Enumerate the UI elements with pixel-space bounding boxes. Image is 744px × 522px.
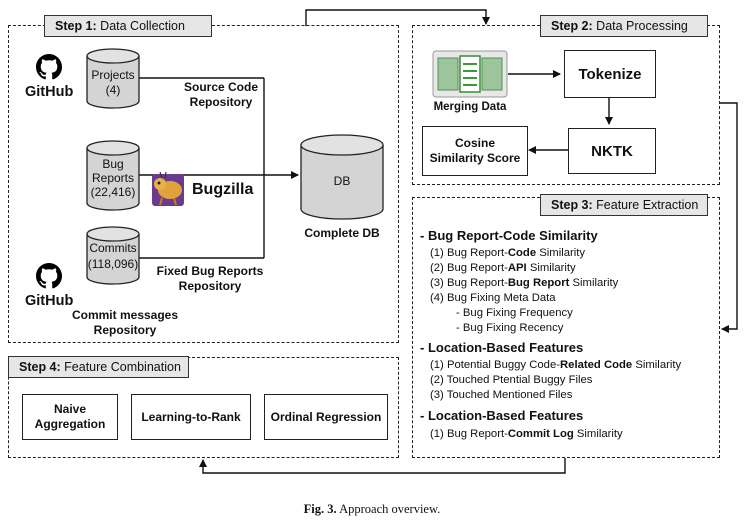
bug-reports-count: (22,416)	[90, 185, 136, 199]
projects-count: (4)	[105, 83, 121, 97]
feature-text: (1) Bug Report-	[430, 247, 508, 259]
naive-line1: Naive	[53, 402, 87, 416]
step1-title-text: Data Collection	[96, 19, 185, 33]
db-cylinder	[300, 134, 384, 220]
feature-bold: Commit Log	[507, 428, 574, 440]
step4-title-text: Feature Combination	[60, 360, 181, 374]
merging-data-icon	[432, 50, 508, 98]
feature-subitem: - Bug Fixing Frequency	[456, 307, 573, 319]
fixed-bug-reports-line1: Fixed Bug Reports	[156, 264, 264, 278]
step3-title-bold: Step 3:	[551, 198, 593, 212]
feature-item: (3) Bug Report-Bug Report Similarity	[430, 277, 618, 289]
learning-to-rank-box: Learning-to-Rank	[131, 394, 251, 440]
step1-title-bold: Step 1:	[55, 19, 97, 33]
feature-text: (2) Bug Report-	[430, 262, 508, 274]
github-label-bottom: GitHub	[25, 293, 74, 309]
db-label: DB	[333, 174, 351, 188]
naive-aggregation-box: Naive Aggregation	[22, 394, 118, 440]
fixed-bug-reports-line2: Repository	[178, 279, 242, 293]
commits-cylinder	[86, 226, 140, 285]
feature-bold: API	[507, 262, 527, 274]
step1-title: Step 1: Data Collection	[44, 15, 212, 37]
step4-panel	[8, 357, 399, 458]
complete-db-label: Complete DB	[304, 226, 380, 240]
step2-title: Step 2: Data Processing	[540, 15, 708, 37]
feature-bold: Code	[507, 247, 537, 259]
feature-heading-location-2: - Location-Based Features	[420, 408, 584, 423]
bug-reports-line2: Reports	[91, 171, 135, 185]
naive-line2: Aggregation	[34, 417, 106, 431]
commits-name: Commits	[89, 241, 137, 255]
feature-item: (1) Potential Buggy Code-Related Code Si…	[430, 359, 681, 371]
ordinal-regression-box: Ordinal Regression	[264, 394, 388, 440]
nktk-box: NKTK	[568, 128, 656, 174]
arrow-step3-to-step4	[199, 458, 566, 474]
cosine-line1: Cosine	[454, 136, 495, 150]
feature-bold: Bug Report	[507, 277, 570, 289]
tokenize-box: Tokenize	[564, 50, 656, 98]
step2-title-text: Data Processing	[592, 19, 688, 33]
bug-reports-line1: Bug	[102, 157, 124, 171]
nktk-label: NKTK	[591, 142, 633, 160]
arrow-step1-to-step2	[305, 9, 490, 26]
feature-item: (1) Bug Report-Commit Log Similarity	[430, 428, 623, 440]
arrow-step2-to-step3	[720, 102, 738, 333]
feature-text: (1) Potential Buggy Code-	[430, 359, 560, 371]
commit-messages-line1: Commit messages	[71, 308, 179, 322]
feature-item: (1) Bug Report-Code Similarity	[430, 247, 585, 259]
feature-item: (2) Touched Ptential Buggy Files	[430, 374, 593, 386]
step4-title: Step 4: Feature Combination	[8, 356, 189, 378]
bugzilla-label: Bugzilla	[192, 181, 254, 198]
step3-title: Step 3: Feature Extraction	[540, 194, 708, 216]
feature-text: Similarity	[573, 428, 623, 440]
feature-heading-location-1: - Location-Based Features	[420, 340, 584, 355]
step4-title-bold: Step 4:	[19, 360, 61, 374]
step3-title-text: Feature Extraction	[592, 198, 699, 212]
feature-item: (3) Touched Mentioned Files	[430, 389, 573, 401]
tokenize-label: Tokenize	[578, 65, 642, 83]
cosine-line2: Similarity Score	[429, 151, 521, 165]
feature-text: Similarity	[526, 262, 576, 274]
projects-cylinder	[86, 48, 140, 109]
source-code-repo-line2: Repository	[189, 95, 253, 109]
learning-to-rank-label: Learning-to-Rank	[141, 410, 241, 424]
feature-bold: Related Code	[560, 359, 633, 371]
feature-text: (3) Bug Report-	[430, 277, 508, 289]
feature-subitem: - Bug Fixing Recency	[456, 322, 564, 334]
ordinal-regression-label: Ordinal Regression	[270, 410, 382, 424]
caption-text: Approach overview.	[336, 502, 441, 516]
projects-name: Projects	[91, 68, 135, 82]
merging-data-label: Merging Data	[433, 101, 507, 113]
feature-heading-bug-report-code: - Bug Report-Code Similarity	[420, 228, 598, 243]
figure-caption: Fig. 3. Approach overview.	[0, 502, 744, 517]
commits-count: (118,096)	[87, 257, 139, 271]
feature-text: Similarity	[569, 277, 619, 289]
github-label-top: GitHub	[25, 84, 74, 100]
commit-messages-line2: Repository	[93, 323, 157, 337]
source-code-repo-line1: Source Code	[183, 80, 258, 94]
bug-reports-cylinder	[86, 140, 140, 211]
step2-title-bold: Step 2:	[551, 19, 593, 33]
feature-text: (1) Bug Report-	[430, 428, 508, 440]
caption-fig-number: Fig. 3.	[303, 502, 337, 516]
feature-text: Similarity	[536, 247, 586, 259]
feature-item: (4) Bug Fixing Meta Data	[430, 292, 556, 304]
feature-text: Similarity	[632, 359, 682, 371]
bugzilla-logo-icon	[152, 171, 184, 206]
cosine-similarity-box: Cosine Similarity Score	[422, 126, 528, 176]
github-logo-icon	[36, 263, 62, 289]
feature-item: (2) Bug Report-API Similarity	[430, 262, 576, 274]
github-logo-icon	[36, 54, 62, 80]
